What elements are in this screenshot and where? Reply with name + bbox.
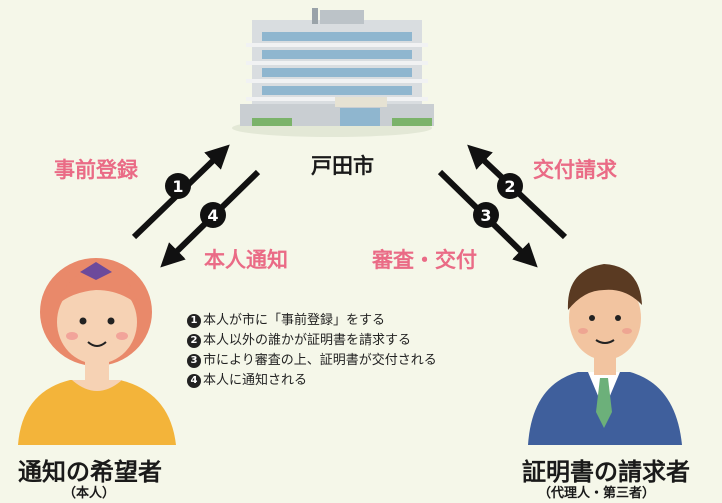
label-pre-registration: 事前登録 <box>54 158 138 182</box>
badge-3: 3 <box>473 202 499 228</box>
svg-text:3: 3 <box>480 206 491 225</box>
step-number: 1 <box>187 314 201 328</box>
label-review-issue: 審査・交付 <box>372 248 477 272</box>
step-list: 1 本人が市に「事前登録」をする 2 本人以外の誰かが証明書を請求する 3 市に… <box>187 311 437 391</box>
step-item-2: 2 本人以外の誰かが証明書を請求する <box>187 331 437 351</box>
right-person-subtitle: （代理人・第三者） <box>538 486 656 501</box>
step-text: 本人に通知される <box>203 373 308 388</box>
step-item-4: 4 本人に通知される <box>187 371 437 391</box>
step-number: 4 <box>187 374 201 388</box>
svg-text:1: 1 <box>172 177 183 196</box>
badge-1: 1 <box>165 173 191 199</box>
city-label: 戸田市 <box>311 154 374 178</box>
label-issue-request: 交付請求 <box>533 158 617 182</box>
svg-text:4: 4 <box>207 206 218 225</box>
city-hall-building <box>232 8 434 137</box>
arrow-2-up-right <box>467 144 568 240</box>
left-person-title: 通知の希望者 <box>18 458 162 486</box>
svg-text:2: 2 <box>504 177 515 196</box>
badge-2: 2 <box>497 173 523 199</box>
right-person-title: 証明書の請求者 <box>522 458 690 486</box>
step-text: 市により審査の上、証明書が交付される <box>203 353 437 368</box>
badge-4: 4 <box>200 202 226 228</box>
step-item-3: 3 市により審査の上、証明書が交付される <box>187 351 437 371</box>
step-number: 3 <box>187 354 201 368</box>
woman-illustration <box>18 258 176 445</box>
step-number: 2 <box>187 334 201 348</box>
step-item-1: 1 本人が市に「事前登録」をする <box>187 311 437 331</box>
step-text: 本人が市に「事前登録」をする <box>203 313 386 328</box>
man-illustration <box>528 264 682 445</box>
step-text: 本人以外の誰かが証明書を請求する <box>203 333 412 348</box>
left-person-subtitle: （本人） <box>63 486 116 501</box>
label-notify-self: 本人通知 <box>204 248 288 272</box>
